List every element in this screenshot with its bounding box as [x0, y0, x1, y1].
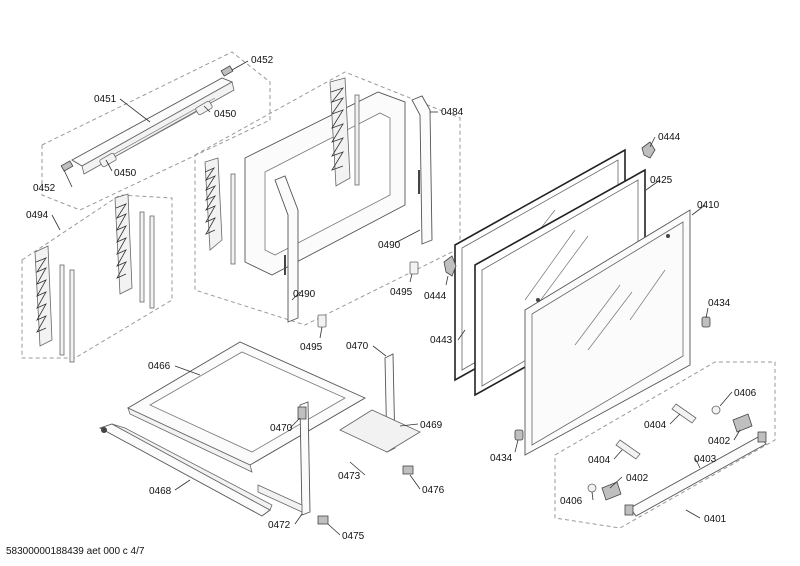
callout-0450-upper: 0450 [214, 109, 237, 120]
callout-0406-left: 0406 [560, 496, 583, 507]
inner-door-frame [204, 77, 433, 328]
group-box-hinge-rail [41, 51, 271, 211]
callout-0425: 0425 [650, 175, 673, 186]
callout-0434-right: 0434 [708, 298, 731, 309]
callout-0443: 0443 [430, 335, 453, 346]
callout-0450-lower: 0450 [114, 168, 137, 179]
callout-0451: 0451 [94, 94, 117, 105]
document-id: 58300000188439 aet 000 c 4/7 [6, 546, 145, 557]
callout-0468: 0468 [149, 486, 172, 497]
callout-0484: 0484 [441, 107, 464, 118]
callout-0452-top: 0452 [251, 55, 274, 66]
hinge-rail-part [60, 65, 235, 175]
spring-clip-0444-lower [443, 255, 457, 277]
lower-door-frame [98, 341, 421, 525]
callout-0404-right: 0404 [644, 420, 667, 431]
side-strip-set [34, 193, 155, 363]
callout-0444-lower: 0444 [424, 291, 447, 302]
callout-0495-left: 0495 [300, 342, 323, 353]
callout-0472: 0472 [268, 520, 291, 531]
callout-0444-upper: 0444 [658, 132, 681, 143]
callout-0466: 0466 [148, 361, 171, 372]
callout-0470-upper: 0470 [346, 341, 369, 352]
callout-0410: 0410 [697, 200, 720, 211]
callout-0404-left: 0404 [588, 455, 611, 466]
group-box-inner-frame [194, 71, 461, 326]
callout-0470-lower: 0470 [270, 423, 293, 434]
callout-0490-right: 0490 [378, 240, 401, 251]
spring-clip-0444-upper [641, 141, 656, 159]
group-box-handle [554, 361, 776, 529]
leader-lines [51, 60, 741, 536]
callout-0494: 0494 [26, 210, 49, 221]
callout-0402-left: 0402 [626, 473, 649, 484]
callout-0401: 0401 [704, 514, 727, 525]
group-box-side-strips [21, 194, 173, 359]
callout-0406-right: 0406 [734, 388, 757, 399]
glass-pane-0410 [524, 209, 691, 456]
clip-0434-lower [514, 429, 524, 441]
callout-0452-bottom: 0452 [33, 183, 56, 194]
callout-0490-left: 0490 [293, 289, 316, 300]
handle-assembly [587, 403, 767, 517]
callout-0402-right: 0402 [708, 436, 731, 447]
callout-0473: 0473 [338, 471, 361, 482]
callout-0495-right: 0495 [390, 287, 413, 298]
callout-0403: 0403 [694, 454, 717, 465]
clip-0434-upper [701, 316, 711, 328]
callout-0476: 0476 [422, 485, 445, 496]
callout-0434-left: 0434 [490, 453, 513, 464]
callout-0475: 0475 [342, 531, 365, 542]
callout-0469: 0469 [420, 420, 443, 431]
